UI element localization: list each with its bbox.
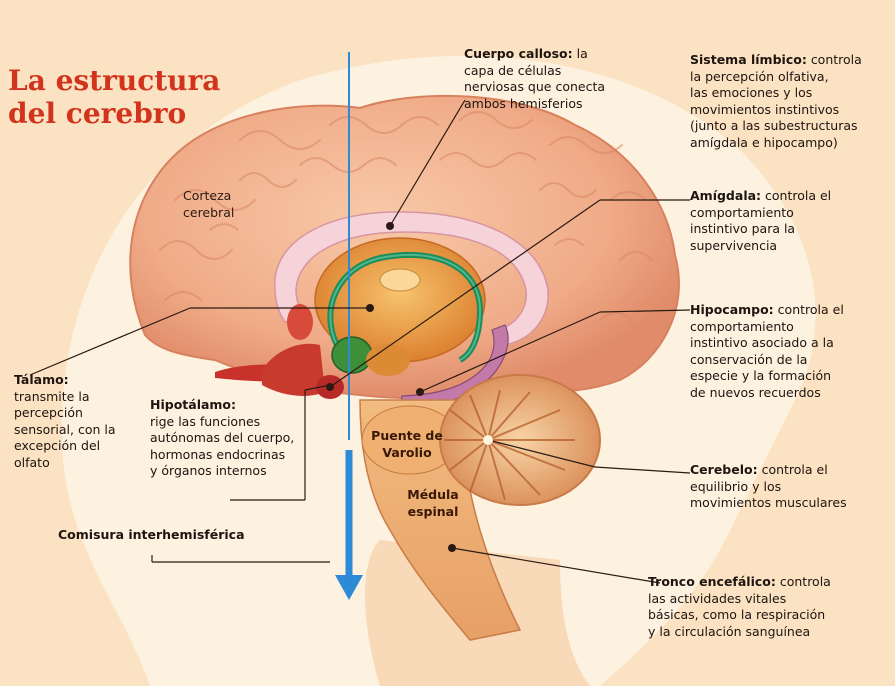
hypothalamus xyxy=(331,336,373,374)
label-name: Cuerpo calloso: xyxy=(464,46,573,61)
label-text: instintivo para la xyxy=(690,221,796,236)
label-commissure: Comisura interhemisférica xyxy=(58,527,245,544)
label-text: controla el xyxy=(777,302,844,317)
label-text: comportamiento xyxy=(690,204,794,220)
gyri xyxy=(159,111,653,321)
label-text: hormonas endocrinas xyxy=(150,446,286,462)
label-name: Tronco encefálico: xyxy=(648,574,776,589)
label-hypothalamus: Hipotálamo: rige las funciones autónomas… xyxy=(150,397,294,480)
label-name: Comisura interhemisférica xyxy=(58,527,245,542)
label-text: la percepción olfativa, xyxy=(690,68,829,84)
label-text: conservación de la xyxy=(690,351,808,367)
label-text: la xyxy=(576,46,588,61)
label-text: transmite la xyxy=(14,388,90,404)
label-text: las actividades vitales xyxy=(648,590,787,606)
label-text: básicas, como la respiración xyxy=(648,607,826,622)
label-spinal-cord: Médula espinal xyxy=(393,487,473,520)
label-text: instintivo asociado a la xyxy=(690,335,834,350)
label-text: y la circulación sanguínea xyxy=(648,623,811,639)
label-text: especie y la formación xyxy=(690,368,832,383)
label-text: controla el xyxy=(761,462,828,477)
label-text: autónomas del cuerpo, xyxy=(150,430,295,445)
label-text: rige las funciones xyxy=(150,413,261,429)
label-text: controla el xyxy=(765,188,832,203)
label-name: Sistema límbico: xyxy=(690,52,807,67)
label-text: comportamiento xyxy=(690,318,794,334)
label-text: movimientos instintivos xyxy=(690,101,840,117)
marker-dots xyxy=(326,222,493,552)
label-limbic-system: Sistema límbico: controla la percepción … xyxy=(690,52,862,151)
label-name: Hipocampo: xyxy=(690,302,774,317)
pineal xyxy=(379,268,421,292)
label-name: Amígdala: xyxy=(690,188,762,203)
label-brainstem: Tronco encefálico: controla las activida… xyxy=(648,574,831,640)
corpus-callosum xyxy=(274,211,549,346)
label-name: Tálamo: xyxy=(14,372,69,387)
label-text: de nuevos recuerdos xyxy=(690,384,821,400)
label-pons: Puente de Varolio xyxy=(362,428,452,461)
label-hippocampus: Hipocampo: controla el comportamiento in… xyxy=(690,302,844,401)
label-text: y órganos internos xyxy=(150,463,267,478)
label-text: cerebral xyxy=(183,204,235,220)
label-text: olfato xyxy=(14,454,50,470)
label-text: Puente de xyxy=(371,428,443,443)
page-title: La estructura del cerebro xyxy=(8,64,220,130)
label-thalamus: Tálamo: transmite la percepción sensoria… xyxy=(14,372,116,471)
title-line-2: del cerebro xyxy=(8,97,187,130)
label-amygdala: Amígdala: controla el comportamiento ins… xyxy=(690,188,831,254)
label-text: controla xyxy=(779,574,831,589)
label-text: percepción xyxy=(14,405,83,420)
label-text: Médula xyxy=(407,487,459,502)
label-name: Cerebelo: xyxy=(690,462,758,477)
axis-arrow-head xyxy=(335,575,363,600)
label-text: Varolio xyxy=(382,444,432,460)
label-text: equilibrio y los xyxy=(690,478,782,494)
label-text: sensorial, con la xyxy=(14,421,116,437)
label-corpus-callosum: Cuerpo calloso: la capa de células nervi… xyxy=(464,46,605,112)
label-text: movimientos musculares xyxy=(690,495,847,510)
title-line-1: La estructura xyxy=(8,64,221,97)
label-text: amígdala e hipocampo) xyxy=(690,134,838,150)
label-text: excepción del xyxy=(14,438,101,453)
label-text: ambos hemisferios xyxy=(464,95,583,111)
label-text: controla xyxy=(810,52,862,67)
label-text: espinal xyxy=(407,503,459,519)
label-text: supervivencia xyxy=(690,237,778,253)
label-text: Corteza xyxy=(183,188,232,203)
label-cortex: Corteza cerebral xyxy=(183,188,234,221)
cerebellum-folia xyxy=(444,389,575,501)
label-cerebellum: Cerebelo: controla el equilibrio y los m… xyxy=(690,462,847,512)
label-text: capa de células xyxy=(464,62,562,78)
label-text: nerviosas que conecta xyxy=(464,79,606,94)
leader-lines xyxy=(29,99,691,584)
label-name: Hipotálamo: xyxy=(150,397,237,412)
label-text: las emociones y los xyxy=(690,85,813,100)
label-text: (junto a las subestructuras xyxy=(690,118,858,133)
